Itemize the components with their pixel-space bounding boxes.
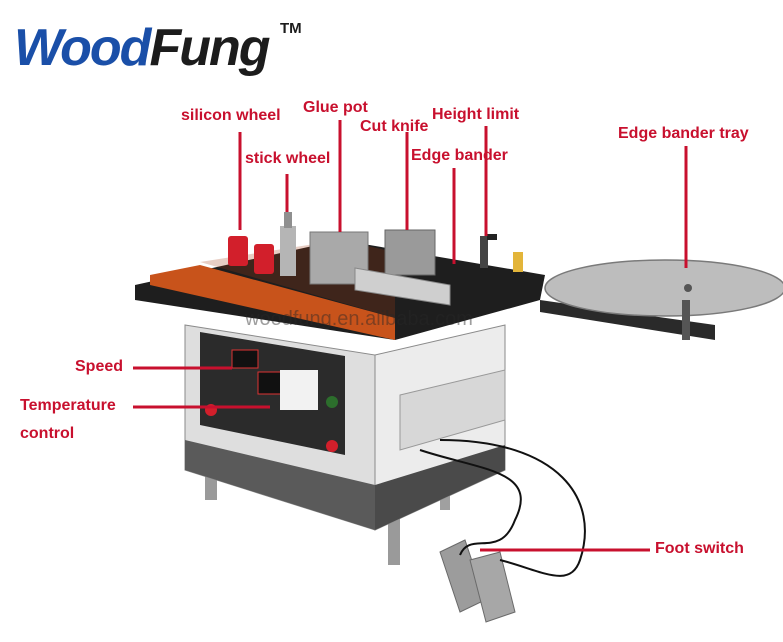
label-silicon-wheel: silicon wheel (181, 107, 281, 124)
cabinet-base-band-side (375, 445, 505, 530)
label-glue-pot: Glue pot (303, 99, 368, 116)
foot-switch-pedal-right (469, 551, 516, 623)
brand-logo-part1: Wood (14, 19, 151, 77)
tray-center-pin (684, 284, 692, 292)
silicon-wheel-2 (254, 244, 274, 274)
panel-green-button (326, 396, 338, 408)
side-panel-strip (399, 369, 506, 451)
panel-white-label (280, 370, 318, 410)
label-temperature-line1: Temperature (20, 397, 116, 414)
edge-bander-tray-disc (544, 259, 783, 317)
stick-wheel-knob (284, 212, 292, 228)
foot-switch-cable (419, 449, 522, 556)
silicon-wheel-1 (228, 236, 248, 266)
trademark-mark: TM (280, 20, 302, 37)
speed-display (231, 349, 259, 369)
stick-wheel (280, 226, 296, 276)
cut-knife-assembly (384, 229, 436, 276)
tray-arm (540, 300, 715, 340)
label-speed: Speed (75, 358, 124, 375)
brand-logo: WoodFung (14, 18, 271, 78)
height-limit-post (480, 236, 488, 268)
label-edge-bander: Edge bander (411, 147, 508, 164)
watermark: woodfung.en.alibaba.com (245, 308, 473, 330)
label-height-limit: Height limit (432, 106, 520, 123)
yellow-guide (513, 252, 523, 272)
label-edge-bander-tray: Edge bander tray (618, 125, 749, 142)
edge-bander-feed-plate (354, 267, 451, 306)
foot-switch-cable-2 (439, 439, 586, 577)
label-temperature-line2: control (20, 425, 75, 442)
cabinet-base-band (185, 440, 375, 530)
tray-post (682, 300, 690, 340)
label-stick-wheel: stick wheel (245, 150, 331, 167)
label-foot-switch: Foot switch (655, 540, 744, 557)
brand-logo-part2: Fung (149, 19, 270, 77)
orange-guide-rail (150, 265, 395, 340)
height-limit-knob (487, 234, 497, 240)
label-cut-knife: Cut knife (360, 118, 429, 135)
panel-red-button-right (326, 440, 338, 452)
